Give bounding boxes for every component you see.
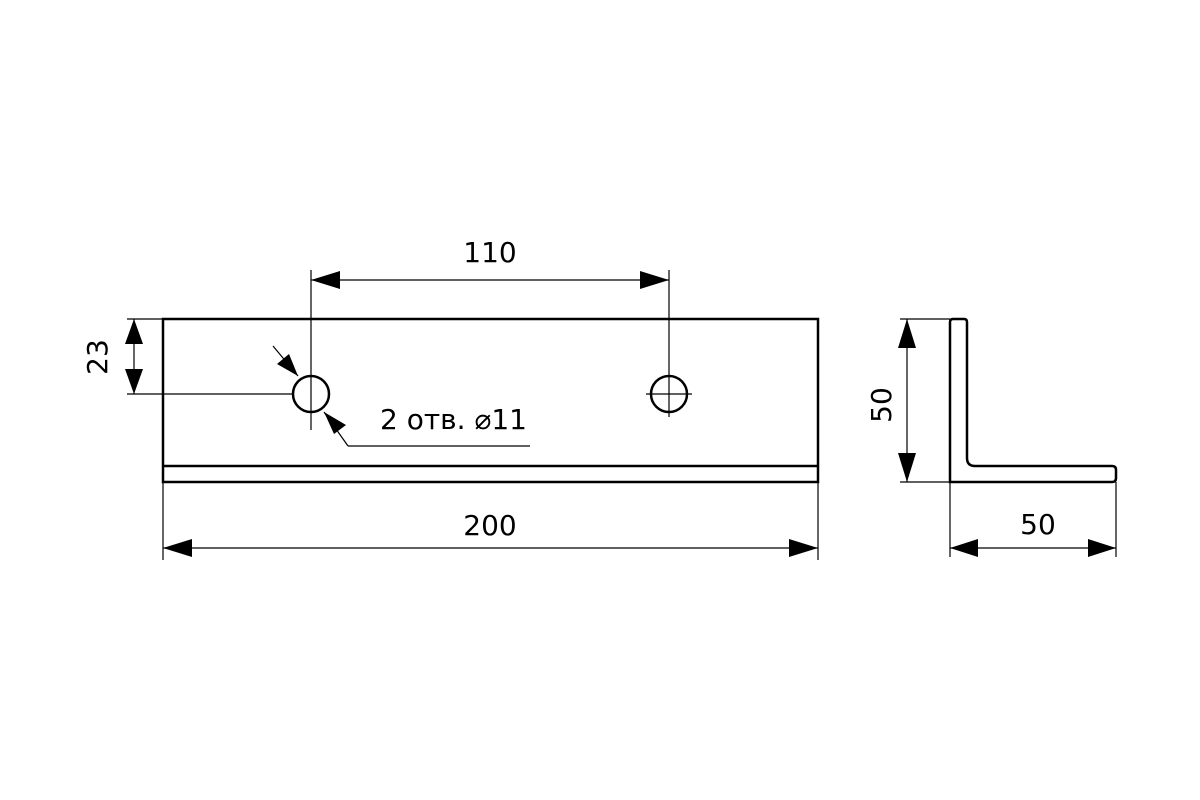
- side-view: [948, 317, 1118, 484]
- dimension-text-23: 23: [81, 339, 114, 375]
- arrowhead: [125, 369, 143, 394]
- arrowhead: [1088, 539, 1116, 557]
- dimension-hole-offset: 23: [81, 318, 293, 395]
- dimension-text-50-vertical: 50: [865, 387, 898, 423]
- dimension-total-length: 200: [162, 482, 819, 560]
- arrowhead: [277, 354, 298, 376]
- dimension-text-200: 200: [463, 509, 516, 542]
- dimension-text-110: 110: [463, 236, 516, 269]
- arrowhead: [163, 539, 192, 557]
- arrowhead: [640, 271, 669, 289]
- angle-profile: [948, 317, 1118, 484]
- arrowhead: [311, 271, 340, 289]
- front-view: [161, 270, 820, 484]
- dimension-flange-width: 50: [949, 482, 1117, 557]
- dimension-hole-spacing: 110: [311, 236, 669, 289]
- holes-note: 2 отв. ⌀11: [380, 403, 527, 436]
- dimension-text-50-horizontal: 50: [1020, 508, 1056, 541]
- arrowhead: [898, 319, 916, 348]
- dimension-flange-height: 50: [865, 318, 950, 483]
- arrowhead: [324, 412, 346, 434]
- arrowhead: [898, 453, 916, 482]
- plate-outline: [161, 317, 820, 484]
- arrowhead: [125, 319, 143, 344]
- arrowhead: [789, 539, 818, 557]
- hole-diameter-callout: 2 отв. ⌀11: [272, 345, 530, 447]
- arrowhead: [950, 539, 978, 557]
